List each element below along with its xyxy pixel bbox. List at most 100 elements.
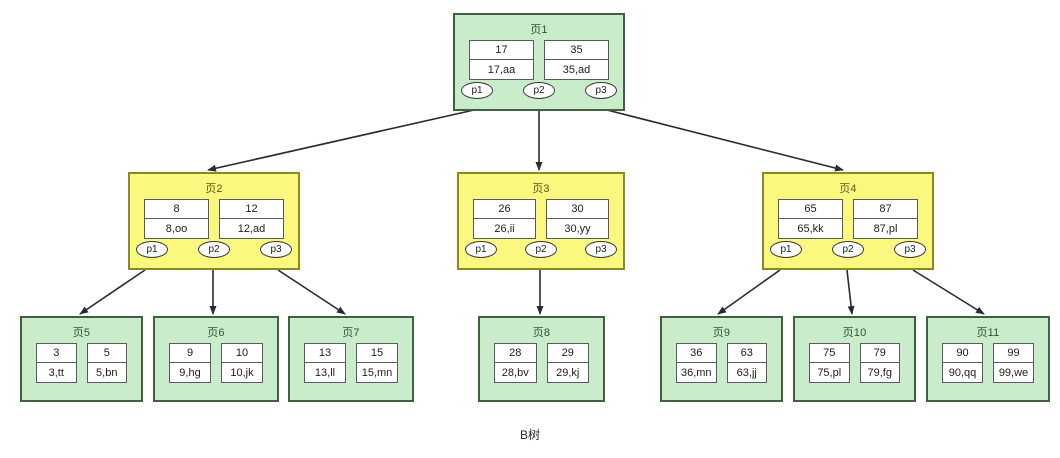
pointer-p2[interactable]: p2 xyxy=(523,82,555,99)
cell-key: 63 xyxy=(727,344,766,363)
edge-page4-p1-to-page9 xyxy=(717,269,781,315)
cell-key: 36 xyxy=(677,344,716,363)
cell-key: 79 xyxy=(860,344,899,363)
key-cell[interactable]: 35 35,ad xyxy=(544,40,609,80)
key-cell[interactable]: 5 5,bn xyxy=(86,343,127,383)
key-cell[interactable]: 10 10,jk xyxy=(221,343,263,383)
cell-value: 75,pl xyxy=(817,366,842,379)
node-title: 页1 xyxy=(530,24,548,36)
pointer-row: p1 p2 p3 xyxy=(770,241,926,258)
node-page4[interactable]: 页4 65 65,kk 87 87,pl p1 p2 p3 xyxy=(762,172,934,270)
cell-value: 36,mn xyxy=(680,366,712,379)
edge-page2-p3-to-page7 xyxy=(277,269,346,315)
key-cell[interactable]: 65 65,kk xyxy=(778,199,843,239)
node-page8[interactable]: 页8 28 28,bv 29 29,kj xyxy=(478,316,605,402)
cell-value: 5,bn xyxy=(96,366,118,379)
key-cell-row: 65 65,kk 87 87,pl xyxy=(778,199,918,239)
pointer-p2[interactable]: p2 xyxy=(198,241,230,258)
node-title: 页8 xyxy=(532,327,551,339)
cell-key: 17 xyxy=(470,41,533,60)
pointer-p1[interactable]: p1 xyxy=(465,241,497,258)
node-title: 页4 xyxy=(839,183,857,195)
cell-key: 29 xyxy=(547,344,588,363)
cell-key: 10 xyxy=(222,344,262,363)
cell-key: 65 xyxy=(779,200,842,219)
key-cell[interactable]: 63 63,jj xyxy=(726,343,767,383)
node-title: 页10 xyxy=(842,327,867,339)
key-cell[interactable]: 30 30,yy xyxy=(546,199,609,239)
cell-value: 87,pl xyxy=(873,222,898,235)
key-cell-row: 28 28,bv 29 29,kj xyxy=(494,343,589,383)
pointer-p3[interactable]: p3 xyxy=(585,241,617,258)
cell-value: 29,kj xyxy=(556,366,580,379)
cell-value: 63,jj xyxy=(736,366,757,379)
key-cell[interactable]: 29 29,kj xyxy=(546,343,589,383)
cell-key: 75 xyxy=(810,344,849,363)
cell-key: 99 xyxy=(994,344,1033,363)
cell-value: 35,ad xyxy=(562,63,591,76)
edge-page2-p1-to-page5 xyxy=(79,269,146,315)
pointer-row: p1 p2 p3 xyxy=(136,241,292,258)
cell-key: 9 xyxy=(170,344,210,363)
node-title: 页6 xyxy=(207,327,225,339)
pointer-p1[interactable]: p1 xyxy=(136,241,168,258)
pointer-p2[interactable]: p2 xyxy=(525,241,557,258)
node-page9[interactable]: 页9 36 36,mn 63 63,jj xyxy=(660,316,783,402)
cell-key: 5 xyxy=(87,344,126,363)
key-cell[interactable]: 26 26,ii xyxy=(473,199,536,239)
diagram-caption: B树 xyxy=(519,428,540,442)
key-cell[interactable]: 99 99,we xyxy=(993,343,1034,383)
cell-key: 28 xyxy=(495,344,536,363)
cell-key: 35 xyxy=(545,41,608,60)
cell-value: 26,ii xyxy=(494,222,515,235)
key-cell[interactable]: 28 28,bv xyxy=(494,343,537,383)
cell-key: 3 xyxy=(37,344,76,363)
cell-key: 87 xyxy=(854,200,917,219)
key-cell[interactable]: 15 15,mn xyxy=(356,343,398,383)
cell-value: 99,we xyxy=(998,366,1029,379)
pointer-p2[interactable]: p2 xyxy=(832,241,864,258)
cell-key: 26 xyxy=(474,200,535,219)
pointer-p3[interactable]: p3 xyxy=(260,241,292,258)
cell-value: 12,ad xyxy=(237,222,266,235)
key-cell[interactable]: 87 87,pl xyxy=(853,199,918,239)
pointer-p1[interactable]: p1 xyxy=(461,82,493,99)
cell-value: 28,bv xyxy=(501,366,529,379)
node-title: 页9 xyxy=(712,327,731,339)
cell-value: 3,tt xyxy=(48,366,64,379)
key-cell[interactable]: 75 75,pl xyxy=(809,343,850,383)
pointer-p3[interactable]: p3 xyxy=(585,82,617,99)
node-title: 页7 xyxy=(342,327,360,339)
edge-page4-p2-to-page10 xyxy=(846,269,855,315)
pointer-p3[interactable]: p3 xyxy=(894,241,926,258)
cell-key: 15 xyxy=(357,344,397,363)
key-cell-row: 36 36,mn 63 63,jj xyxy=(676,343,767,383)
cell-value: 65,kk xyxy=(797,222,824,235)
key-cell[interactable]: 3 3,tt xyxy=(36,343,77,383)
cell-key: 30 xyxy=(547,200,608,219)
cell-value: 10,jk xyxy=(230,366,254,379)
key-cell[interactable]: 36 36,mn xyxy=(676,343,717,383)
pointer-p1[interactable]: p1 xyxy=(770,241,802,258)
cell-value: 30,yy xyxy=(564,222,591,235)
key-cell-row: 26 26,ii 30 30,yy xyxy=(473,199,609,239)
cell-value: 15,mn xyxy=(361,366,393,379)
